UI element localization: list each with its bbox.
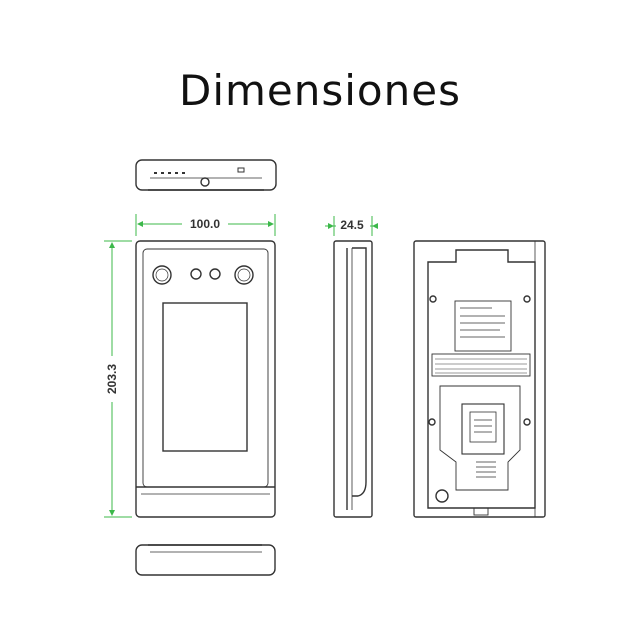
depth-dimension <box>325 216 378 236</box>
top-view-reset-mark <box>237 167 245 173</box>
page-title: Dimensiones <box>179 66 461 115</box>
back-screw-top-left-icon <box>429 295 437 303</box>
bottom-view <box>135 544 276 576</box>
bottom-view-outline <box>135 544 276 576</box>
back-screw-mid-left-icon <box>428 418 436 426</box>
front-sensor-left-icon <box>190 268 202 280</box>
front-camera-right-lens-icon <box>237 268 251 282</box>
back-label-area <box>454 300 512 352</box>
back-plate-outline <box>427 249 536 509</box>
back-vent-lines <box>435 358 527 374</box>
width-dimension <box>135 214 276 236</box>
front-camera-right-icon <box>234 265 254 285</box>
back-screw-mid-right-icon <box>523 418 531 426</box>
front-camera-left-icon <box>152 265 172 285</box>
side-view-profile <box>352 247 367 497</box>
top-view-port-icon <box>200 177 210 187</box>
side-view-outline <box>333 240 373 518</box>
front-camera-left-lens-icon <box>155 268 169 282</box>
back-connector-port <box>469 411 497 443</box>
front-sensor-right-icon <box>209 268 221 280</box>
back-connector-pins <box>474 419 492 433</box>
back-mount-bracket <box>439 385 521 491</box>
depth-dimension-label: 24.5 <box>340 218 364 232</box>
back-bottom-clip <box>473 507 489 516</box>
back-vent-block <box>431 353 531 377</box>
width-dimension-label: 100.0 <box>190 217 220 231</box>
back-connector-panel <box>461 403 505 455</box>
height-dimension-label: 203.3 <box>105 364 119 394</box>
front-view <box>135 240 276 518</box>
front-screen <box>162 302 248 452</box>
top-view <box>135 159 277 191</box>
back-view-outline <box>413 240 546 518</box>
front-view-outline <box>135 240 276 518</box>
height-dimension <box>104 240 132 518</box>
side-view <box>333 240 373 518</box>
back-view <box>413 240 546 518</box>
back-cable-hole-icon <box>435 489 449 503</box>
back-terminal-lines <box>476 461 496 478</box>
back-screw-top-right-icon <box>523 295 531 303</box>
back-label-lines <box>460 307 505 338</box>
